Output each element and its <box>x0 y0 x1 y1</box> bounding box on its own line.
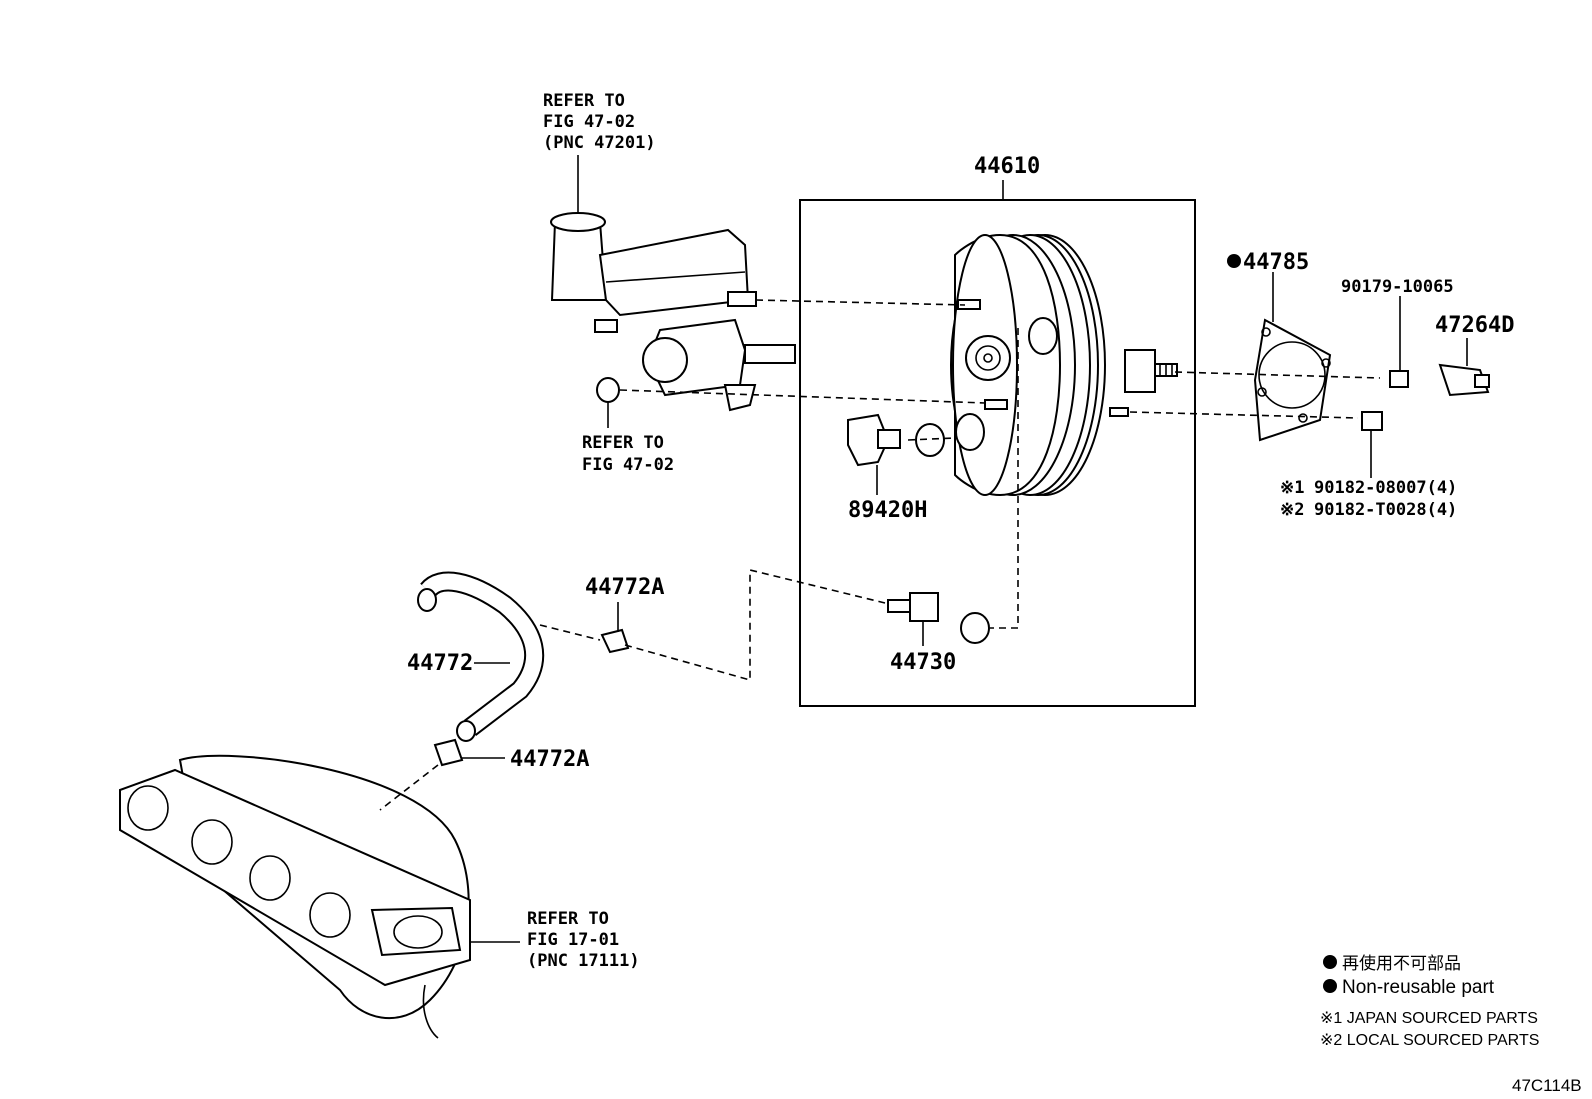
figure-code: 47C114B <box>1512 1076 1582 1095</box>
brake-booster-drawing <box>950 233 1178 497</box>
vacuum-hose-drawing <box>417 571 545 742</box>
legend-dot-en <box>1323 979 1337 993</box>
clevis-drawing <box>1438 338 1490 397</box>
gasket-ref-line1: REFER TO <box>582 433 664 453</box>
hose-clip-lower-drawing <box>433 738 505 767</box>
manifold-ref-line3: (PNC 17111) <box>527 951 640 971</box>
legend-non-reusable-jp: 再使用不可部品 <box>1342 953 1461 973</box>
check-valve-drawing <box>887 592 990 646</box>
master-cylinder-ref-line2: FIG 47-02 <box>543 112 635 132</box>
booster-gasket-drawing <box>1253 272 1332 442</box>
legend-non-reusable-en: Non-reusable part <box>1342 977 1495 998</box>
part-number-nut-japan: 90182-08007(4) <box>1314 478 1457 498</box>
cylinder-gasket-drawing <box>596 377 620 403</box>
manifold-ref-line1: REFER TO <box>527 909 609 929</box>
nut-drawing <box>1361 411 1383 478</box>
legend-local-sourced: ※2 LOCAL SOURCED PARTS <box>1320 1032 1539 1049</box>
part-number-booster: 44610 <box>974 154 1040 179</box>
master-cylinder-ref-line3: (PNC 47201) <box>543 133 656 153</box>
intake-manifold-drawing <box>119 754 520 1039</box>
master-cylinder-ref-line1: REFER TO <box>543 91 625 111</box>
booster-assembly-box <box>799 199 1196 707</box>
part-number-nut-local: 90182-T0028(4) <box>1314 500 1457 520</box>
legend-dot-jp <box>1323 955 1337 969</box>
legend-japan-sourced: ※1 JAPAN SOURCED PARTS <box>1320 1010 1538 1027</box>
master-cylinder-drawing <box>550 155 796 412</box>
part-number-check-valve: 44730 <box>890 650 956 675</box>
gasket-ref-line2: FIG 47-02 <box>582 455 674 475</box>
part-number-sensor: 89420H <box>848 498 927 523</box>
nut-local-mark: ※2 <box>1280 500 1304 520</box>
stud-bolt-drawing <box>1389 296 1409 388</box>
part-number-clevis: 47264D <box>1435 313 1514 338</box>
non-reusable-dot-gasket <box>1227 254 1241 268</box>
manifold-ref-line2: FIG 17-01 <box>527 930 619 950</box>
nut-japan-mark: ※1 <box>1280 478 1304 498</box>
part-number-stud-bolt: 90179-10065 <box>1341 277 1454 297</box>
hose-clip-upper-drawing <box>600 602 630 654</box>
part-number-clip-lower: 44772A <box>510 747 589 772</box>
part-number-gasket: 44785 <box>1243 250 1309 275</box>
vacuum-sensor-drawing <box>847 413 945 495</box>
part-number-clip-upper: 44772A <box>585 575 664 600</box>
part-number-hose: 44772 <box>407 651 473 676</box>
